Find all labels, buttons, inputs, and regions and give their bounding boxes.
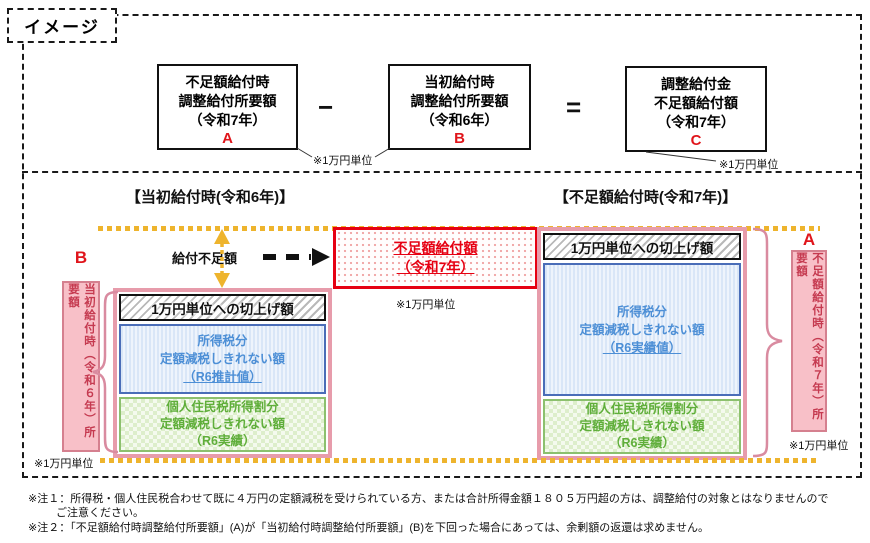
formula-box-b-line3: （令和6年） (420, 112, 499, 128)
unit-note-formula-ab: ※1万円単位 (313, 155, 373, 167)
image-caption-box: イメージ (7, 8, 117, 43)
outer-dashed-frame (22, 14, 862, 478)
unit-note-shortfall: ※1万円単位 (396, 299, 456, 311)
left-bar-roundup-header: 1万円単位への切上げ額 (119, 294, 326, 321)
formula-box-a: 不足額給付時 調整給付所要額 （令和7年） A (157, 64, 298, 150)
formula-box-a-line2: 調整給付所要額 (178, 93, 277, 109)
right-resident-line1: 個人住民税所得割分 (585, 402, 699, 416)
right-resident-line3: （R6実績） (609, 436, 675, 450)
formula-box-b-line1: 当初給付時 (424, 74, 495, 90)
shortfall-box-line2: （令和7年） (396, 259, 475, 275)
unit-note-side-b: ※1万円単位 (34, 458, 94, 470)
side-label-a-box: 不足額給付時（令和７年）所要額 (791, 250, 827, 432)
right-bar: 1万円単位への切上げ額 所得税分 定額減税しきれない額 （R6実績値） 個人住民… (537, 227, 747, 460)
side-letter-a: A (802, 230, 816, 249)
left-resident-line2: 定額減税しきれない額 (159, 417, 285, 431)
formula-box-c: 調整給付金 不足額給付額 （令和7年） C (625, 66, 767, 152)
minus-operator: − (318, 92, 334, 122)
shortfall-box-line1: 不足額給付額 (393, 240, 478, 256)
note-2: ※注２：「不足額給付時調整給付所要額」(A)が「当初給付時調整給付所要額」(B)… (28, 522, 709, 534)
right-income-line2: 定額減税しきれない額 (579, 322, 705, 337)
formula-box-a-line1: 不足額給付時 (185, 74, 270, 90)
formula-box-c-line2: 不足額給付額 (654, 95, 738, 111)
unit-note-formula-c: ※1万円単位 (719, 159, 779, 171)
side-label-b-text: 当初給付時（令和６年）所要額 (67, 283, 95, 439)
side-label-b-box: 当初給付時（令和６年）所要額 (62, 281, 100, 452)
right-income-line3: （R6実績値） (602, 340, 682, 355)
formula-box-a-line3: （令和7年） (188, 112, 267, 128)
formula-letter-c: C (690, 132, 702, 149)
left-income-line1: 所得税分 (197, 334, 248, 348)
note-1-line1: ※注１：所得税・個人住民税合わせて既に４万円の定額減税を受けられている方、または… (28, 493, 829, 505)
right-income-line1: 所得税分 (616, 304, 667, 319)
left-chart-title: 【当初給付時(令和6年)】 (125, 189, 295, 206)
right-bar-roundup-header: 1万円単位への切上げ額 (543, 233, 741, 260)
side-letter-b: B (74, 248, 88, 267)
equals-operator: = (566, 92, 582, 122)
formula-letter-a: A (222, 130, 233, 147)
formula-letter-b: B (454, 130, 465, 147)
formula-box-b: 当初給付時 調整給付所要額 （令和6年） B (388, 64, 531, 150)
right-bar-resident-tax-section: 個人住民税所得割分 定額減税しきれない額 （R6実績） (543, 399, 741, 454)
shortfall-amount-box: 不足額給付額 （令和7年） (333, 227, 538, 289)
left-resident-line3: （R6実績） (189, 434, 256, 448)
left-income-line3: （R6推計値） (183, 370, 262, 384)
right-bar-income-tax-section: 所得税分 定額減税しきれない額 （R6実績値） (543, 263, 741, 396)
left-resident-line1: 個人住民税所得割分 (166, 400, 279, 414)
formula-box-b-line2: 調整給付所要額 (410, 93, 509, 109)
shortfall-arrow-label: 給付不足額 (172, 251, 238, 266)
note-1-line2: ご注意ください。 (56, 507, 144, 519)
left-bar-resident-tax-section: 個人住民税所得割分 定額減税しきれない額 （R6実績） (119, 397, 326, 452)
side-label-a-text: 不足額給付時（令和７年）所要額 (795, 252, 823, 421)
right-chart-title: 【不足額給付時(令和7年)】 (553, 189, 738, 206)
left-income-line2: 定額減税しきれない額 (159, 352, 285, 366)
right-resident-line2: 定額減税しきれない額 (579, 419, 705, 433)
left-bar: 1万円単位への切上げ額 所得税分 定額減税しきれない額 （R6推計値） 個人住民… (113, 288, 332, 458)
section-divider (22, 171, 862, 173)
left-bar-income-tax-section: 所得税分 定額減税しきれない額 （R6推計値） (119, 324, 326, 394)
unit-note-side-a: ※1万円単位 (789, 440, 849, 452)
bottom-dotted-guide-line (100, 458, 820, 463)
formula-box-c-line1: 調整給付金 (661, 76, 731, 92)
formula-box-c-line3: （令和7年） (657, 114, 735, 130)
